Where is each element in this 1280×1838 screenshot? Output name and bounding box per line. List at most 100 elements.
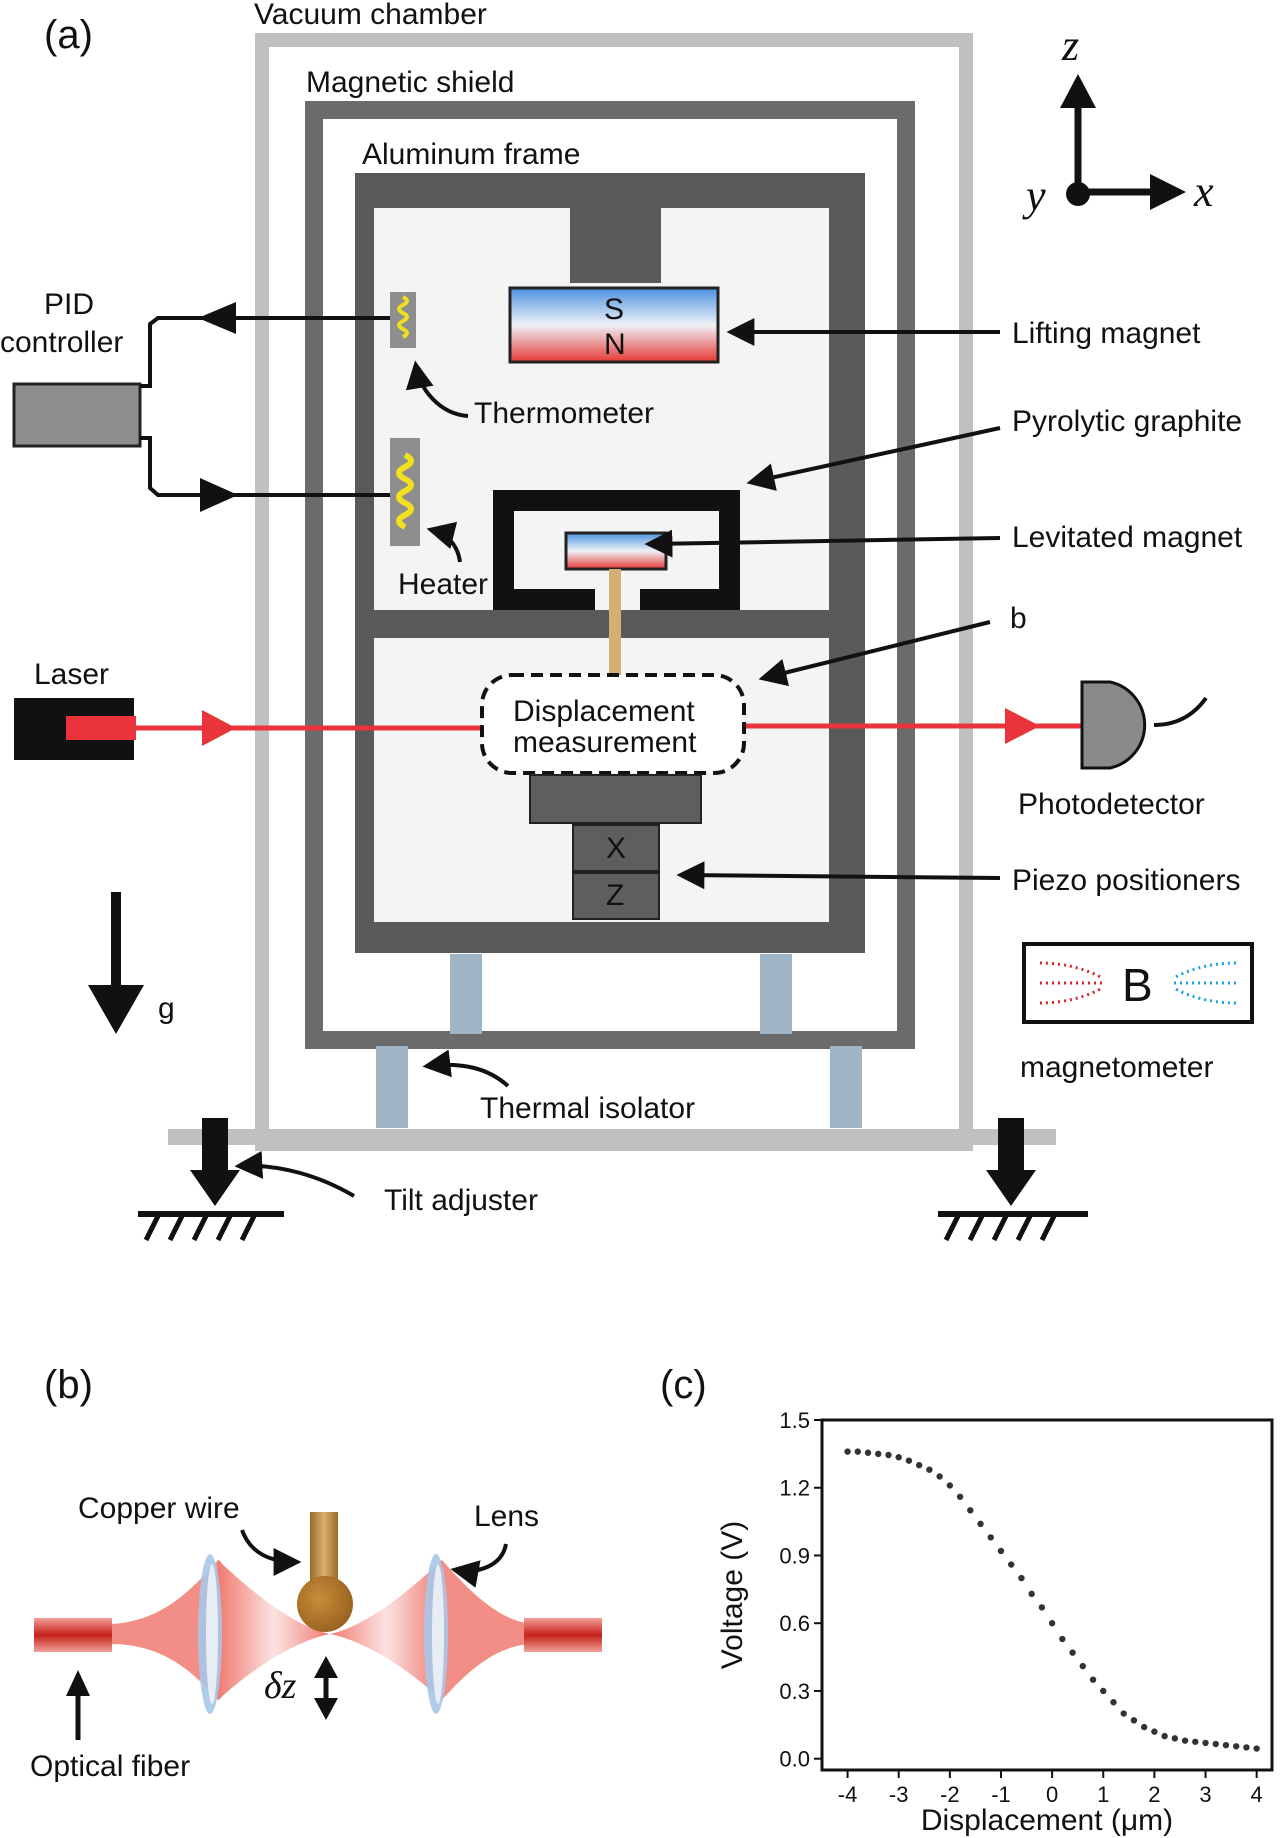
piezo-positioners-leader	[676, 861, 1001, 890]
thermal-isolator-upper-right	[760, 954, 792, 1034]
pid-label-line2: controller	[0, 326, 123, 359]
data-point	[1181, 1737, 1189, 1744]
gravity-arrow-head	[88, 985, 144, 1034]
thermal-isolator-lower-left	[376, 1046, 408, 1128]
lifting-magnet-s: S	[604, 293, 624, 326]
pid-wire-thermometer-arrow	[198, 302, 236, 334]
magnetometer-field-lines-red	[1039, 961, 1103, 1005]
displacement-measurement-box	[480, 673, 746, 775]
x-tick-label: 3	[1199, 1782, 1211, 1807]
data-point	[1089, 1676, 1097, 1683]
data-point	[1018, 1574, 1025, 1582]
lens-leader	[450, 1543, 508, 1588]
heater-element	[396, 452, 414, 530]
copper-wire-leader	[240, 1529, 302, 1576]
piezo-x	[572, 824, 660, 872]
levitated-magnet	[564, 531, 668, 571]
frame-ledge-left	[374, 610, 589, 638]
pid-label-line1: PID	[44, 288, 94, 321]
data-point	[936, 1473, 943, 1480]
laser-label: Laser	[34, 658, 109, 691]
panel-a-label: (a)	[44, 13, 93, 57]
lens-label: Lens	[474, 1500, 539, 1533]
tilt-adjuster-right	[938, 1118, 1088, 1242]
panel-b-label: (b)	[44, 1363, 93, 1407]
x-tick-label: 0	[1046, 1782, 1058, 1807]
gravity-label: g	[158, 992, 175, 1025]
thermometer-leader	[405, 360, 469, 418]
lens-right-highlight	[432, 1564, 444, 1704]
aluminum-frame-upper-right-window	[661, 208, 829, 610]
panel-c-label: (c)	[660, 1363, 707, 1407]
optical-fiber-right	[524, 1618, 602, 1652]
thermometer-element	[397, 295, 409, 339]
lifting-magnet	[508, 286, 720, 364]
data-point	[997, 1547, 1005, 1555]
optical-beam-right	[442, 1560, 534, 1700]
piezo-z-label: Z	[606, 879, 624, 912]
photodetector-cable	[1153, 696, 1208, 727]
data-point	[967, 1507, 974, 1514]
axis-z-label: z	[1061, 21, 1079, 70]
laser-beam-arrow-left	[202, 710, 236, 746]
delta-z-arrow	[314, 1656, 338, 1720]
laser-aperture	[66, 716, 136, 740]
optical-beam-focus-left	[218, 1560, 330, 1700]
data-point	[864, 1449, 872, 1456]
plot-frame	[820, 1418, 1274, 1772]
thermal-isolator-lower-right	[830, 1046, 862, 1128]
copper-rod	[609, 569, 621, 681]
data-point	[926, 1466, 933, 1473]
y-tick-label: 0.3	[779, 1679, 810, 1704]
data-point	[1243, 1744, 1250, 1751]
b-reference-leader	[758, 620, 991, 687]
displacement-label-line1: Displacement	[513, 695, 695, 728]
axis-x-label: x	[1193, 167, 1214, 216]
tilt-adjuster-label: Tilt adjuster	[384, 1184, 538, 1217]
lens-left-highlight	[206, 1564, 218, 1704]
data-point	[1069, 1649, 1076, 1656]
coordinate-axes	[1060, 74, 1186, 210]
x-tick-label: -4	[838, 1782, 858, 1807]
data-point	[885, 1451, 892, 1459]
pyrolytic-graphite-label: Pyrolytic graphite	[1012, 405, 1242, 438]
data-point	[1140, 1723, 1148, 1731]
optical-fiber-leader-head	[66, 1670, 90, 1696]
tilt-adjuster-left	[138, 1118, 284, 1242]
thermal-isolator-label: Thermal isolator	[480, 1092, 695, 1125]
tilt-adjuster-leader	[234, 1150, 356, 1198]
data-point	[1161, 1732, 1168, 1740]
data-point	[1253, 1745, 1260, 1752]
x-tick-label: 2	[1148, 1782, 1160, 1807]
x-tick-label: -1	[991, 1782, 1011, 1807]
axis-y-label: y	[1022, 171, 1046, 220]
y-axis-label: Voltage (V)	[716, 1521, 749, 1669]
data-point	[915, 1461, 923, 1469]
optical-beam-focus-right	[330, 1560, 442, 1700]
pid-wire-heater-arrow	[200, 478, 238, 512]
y-tick-label: 0.9	[779, 1543, 810, 1568]
piezo-positioners-label: Piezo positioners	[1012, 864, 1240, 897]
pid-controller	[12, 382, 142, 448]
data-point	[977, 1520, 984, 1528]
data-point	[895, 1454, 902, 1461]
lifting-magnet-label: Lifting magnet	[1012, 317, 1201, 350]
magnetometer-label: magnetometer	[1020, 1051, 1213, 1084]
data-point	[1192, 1738, 1199, 1745]
pyrolytic-graphite-leader	[746, 426, 1001, 491]
piezo-x-label: X	[606, 832, 626, 865]
thermometer-label: Thermometer	[474, 397, 654, 430]
y-tick-label: 0.0	[779, 1747, 810, 1772]
data-point	[905, 1457, 913, 1464]
data-point	[1120, 1710, 1127, 1717]
vacuum-chamber-label: Vacuum chamber	[254, 0, 487, 31]
levitated-magnet-leader	[644, 529, 1001, 558]
piezo-z	[572, 872, 660, 920]
data-point	[1151, 1728, 1158, 1735]
magnetic-shield-label: Magnetic shield	[306, 66, 514, 99]
data-point	[1110, 1699, 1117, 1706]
data-point	[1100, 1687, 1107, 1695]
optical-beam	[110, 1560, 229, 1700]
y-tick-label: 1.5	[779, 1408, 810, 1433]
